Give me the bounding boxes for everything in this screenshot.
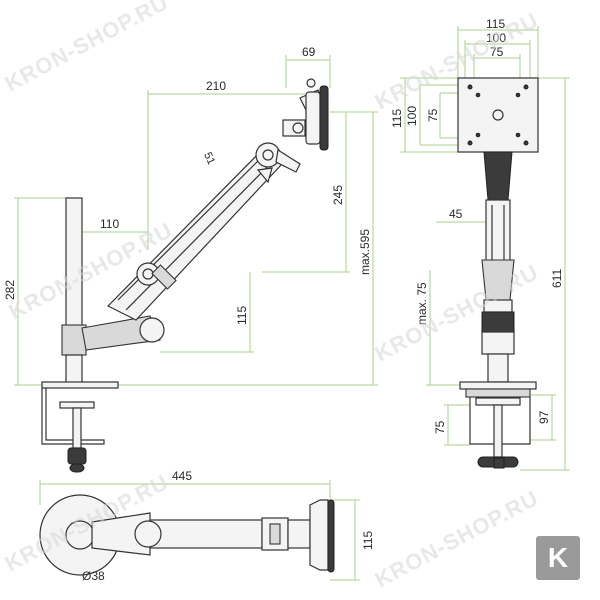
dim-front-97: 97 [537, 410, 551, 424]
dim-110: 110 [100, 217, 119, 231]
dim-front-v75: 75 [426, 108, 440, 122]
dim-front-611: 611 [550, 269, 564, 288]
dim-115-low: 115 [235, 306, 249, 325]
dim-51: 51 [201, 150, 217, 166]
dim-69: 69 [302, 45, 316, 59]
dim-282: 282 [3, 280, 17, 300]
dim-top-115: 115 [361, 531, 375, 550]
dim-210: 210 [206, 79, 226, 93]
dimension-labels: 69 210 51 245 110 max.595 115 282 115 10… [3, 17, 564, 583]
side-view [14, 55, 378, 473]
dim-max595: max.595 [358, 229, 372, 275]
dim-top-diameter: Ø38 [82, 569, 105, 583]
dim-front-max75: max. 75 [415, 282, 429, 325]
dim-front-75: 75 [490, 45, 504, 59]
dim-front-115: 115 [486, 17, 505, 31]
dim-front-45: 45 [449, 207, 463, 221]
watermark-6: KRON-SHOP.RU [371, 485, 543, 592]
front-view [400, 26, 570, 471]
logo-letter: K [547, 542, 569, 573]
dim-front-v115: 115 [390, 109, 404, 128]
dim-front-clamp75: 75 [433, 420, 447, 434]
watermark-1: KRON-SHOP.RU [1, 0, 173, 96]
top-view [39, 480, 360, 581]
watermark-4: KRON-SHOP.RU [371, 259, 543, 366]
dim-front-100: 100 [486, 31, 506, 45]
dim-front-v100: 100 [405, 106, 419, 126]
dim-top-445: 445 [172, 469, 192, 483]
dim-245: 245 [331, 185, 345, 205]
kron-logo: K [536, 536, 580, 580]
